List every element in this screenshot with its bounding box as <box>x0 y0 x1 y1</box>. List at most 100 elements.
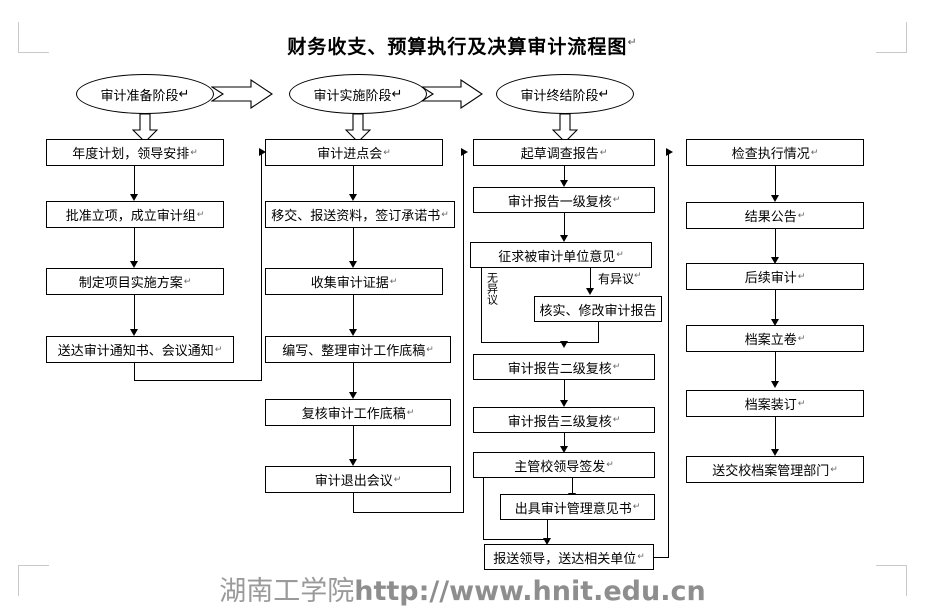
connector-line <box>564 166 565 182</box>
box-label: 复核审计工作底稿 <box>301 407 406 422</box>
connector-line <box>134 166 135 198</box>
connector-line <box>598 322 599 343</box>
box-label: 制定项目实施方案 <box>78 276 183 291</box>
watermark: 湖南工学院http://www.hnit.edu.cn <box>0 569 925 608</box>
box-label: 送达审计通知书、会议通知 <box>57 344 214 359</box>
arrow-head-down <box>771 319 779 326</box>
arrow-head-down <box>130 329 138 336</box>
box-label: 后续审计 <box>744 271 797 286</box>
connector-line <box>483 539 548 540</box>
process-box-collect-evidence: 收集审计证据↵ <box>265 268 443 295</box>
process-box-draft-report: 起草调查报告↵ <box>473 139 655 166</box>
pilcrow-mark: ↵ <box>391 86 403 102</box>
connector-line <box>353 493 354 513</box>
arrow-head-right <box>461 148 468 156</box>
block-arrow-implementation-to-conclusion <box>421 79 483 109</box>
edge-label-no-objection: 无异议 <box>485 272 499 305</box>
process-box-archive-filing: 档案立卷↵ <box>686 325 864 352</box>
pilcrow-mark: ↵ <box>612 415 621 425</box>
connector-line <box>134 228 135 265</box>
connector-line <box>353 512 464 513</box>
edge-label-has-objection: 有异议↵ <box>598 270 642 287</box>
block-arrow-preparation-down <box>132 113 158 143</box>
connector-line-has-objection <box>590 268 591 290</box>
phase-ellipse-implementation: 审计实施阶段↵ <box>289 74 427 114</box>
arrow-head-down <box>560 235 568 242</box>
process-box-transfer-materials: 移交、报送资料，签订承诺书↵ <box>265 201 455 228</box>
arrow-head-down <box>771 195 779 202</box>
process-box-result-announcement: 结果公告↵ <box>686 202 864 229</box>
page-title-text: 财务收支、预算执行及决算审计流程图 <box>287 36 628 58</box>
pilcrow-mark: ↵ <box>606 460 614 470</box>
connector-line <box>463 152 464 513</box>
arrow-head-down <box>543 538 551 545</box>
page-title: 财务收支、预算执行及决算审计流程图↵ <box>0 32 925 59</box>
phase-label-implementation: 审计实施阶段 <box>313 88 392 104</box>
arrow-head-down <box>771 257 779 264</box>
process-box-review-working-papers: 复核审计工作底稿↵ <box>265 399 451 426</box>
pilcrow-mark: ↵ <box>183 276 192 287</box>
box-label: 检查执行情况 <box>731 147 810 162</box>
box-label: 审计退出会议 <box>314 474 393 489</box>
box-label: 报送领导，送达相关单位 <box>493 551 637 567</box>
pilcrow-mark: ↵ <box>393 474 402 485</box>
connector-line <box>775 290 776 323</box>
box-label: 编写、整理审计工作底稿 <box>282 344 426 359</box>
process-box-entry-meeting: 审计进点会↵ <box>265 139 443 166</box>
arrow-head-down <box>349 194 357 201</box>
arrow-head-down <box>130 194 138 201</box>
box-label: 档案装订 <box>744 398 797 413</box>
arrow-head-down <box>560 400 568 407</box>
edge-label-text: 无异议 <box>485 272 499 305</box>
pilcrow-mark: ↵ <box>441 209 449 220</box>
connector-line <box>353 166 354 198</box>
pilcrow-mark: ↵ <box>389 276 398 287</box>
process-box-annual-plan: 年度计划，领导安排↵ <box>46 139 224 166</box>
pilcrow-mark: ↵ <box>634 271 642 281</box>
arrow-head-down <box>130 261 138 268</box>
box-label: 审计报告二级复核 <box>507 361 612 377</box>
arrow-head-down <box>586 288 594 295</box>
arrow-head-down <box>771 381 779 388</box>
connector-line <box>775 229 776 261</box>
connector-line <box>353 228 354 265</box>
connector-line <box>654 557 669 558</box>
pilcrow-mark: ↵ <box>214 344 223 355</box>
connector-line <box>353 295 354 333</box>
block-arrow-conclusion-down <box>552 113 578 143</box>
connector-line <box>547 520 548 540</box>
pilcrow-mark: ↵ <box>599 147 608 158</box>
box-label: 审计报告三级复核 <box>507 414 612 430</box>
arrow-head-down <box>560 341 568 348</box>
process-box-submit-to-archives-dept: 送交校档案管理部门↵ <box>686 456 864 483</box>
connector-line <box>261 152 262 381</box>
pilcrow-mark: ↵ <box>426 344 434 355</box>
arrow-head-down <box>349 261 357 268</box>
connector-line <box>775 352 776 385</box>
arrow-head-down <box>560 446 568 453</box>
process-box-deliver-notice: 送达审计通知书、会议通知↵ <box>46 336 234 363</box>
process-box-issue-management-opinion: 出具审计管理意见书↵ <box>500 494 655 520</box>
connector-line <box>481 342 565 343</box>
connector-line-no-objection <box>481 268 482 342</box>
pilcrow-mark: ↵ <box>406 407 415 418</box>
pilcrow-mark: ↵ <box>612 362 621 372</box>
box-label: 出具审计管理意见书 <box>514 501 632 517</box>
phase-label-preparation: 审计准备阶段 <box>100 88 179 104</box>
box-label: 批准立项，成立审计组 <box>65 209 196 224</box>
process-box-exit-meeting: 审计退出会议↵ <box>265 466 451 493</box>
block-arrow-implementation-down <box>345 113 371 143</box>
box-label: 征求被审计单位意见 <box>498 249 616 265</box>
process-box-compile-working-papers: 编写、整理审计工作底稿↵ <box>265 336 451 363</box>
pilcrow-mark: ↵ <box>383 147 391 158</box>
block-arrow-preparation-to-implementation <box>211 79 273 109</box>
connector-line <box>353 363 354 396</box>
pilcrow-mark: ↵ <box>612 195 621 205</box>
pilcrow-mark: ↵ <box>196 209 205 220</box>
process-box-solicit-opinions: 征求被审计单位意见↵ <box>470 242 652 268</box>
pilcrow-mark: ↵ <box>797 333 806 344</box>
arrow-head-down <box>349 329 357 336</box>
box-label: 移交、报送资料，签订承诺书 <box>271 209 441 224</box>
box-label: 审计报告一级复核 <box>507 194 612 210</box>
